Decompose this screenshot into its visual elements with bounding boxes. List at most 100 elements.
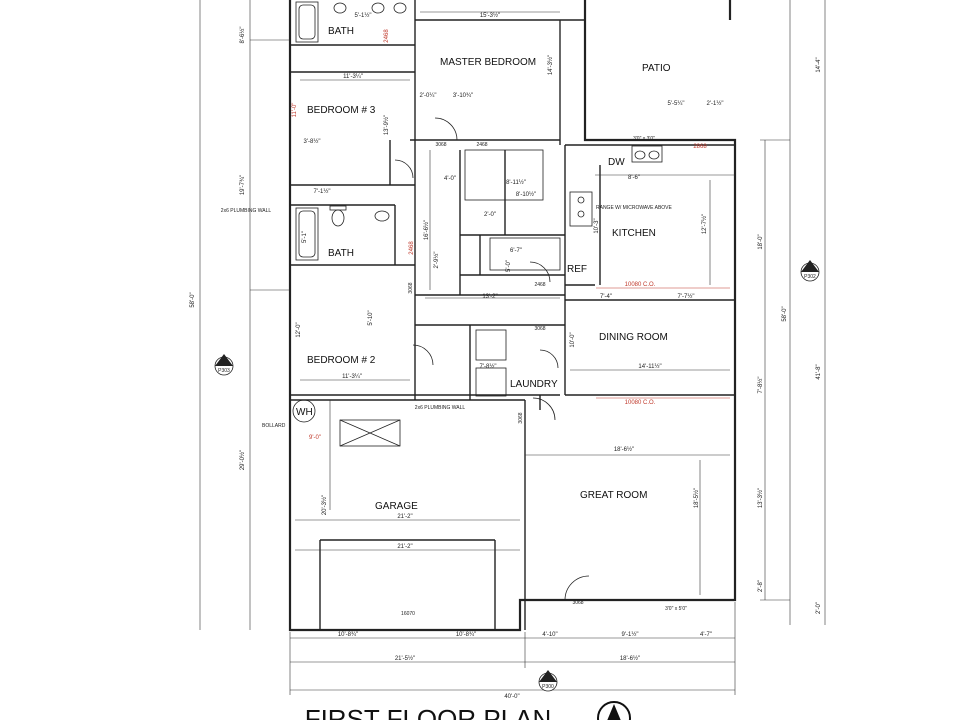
dim-label: 12'-0"	[296, 322, 302, 337]
exterior-walls	[288, 0, 737, 632]
room-great-room: GREAT ROOM	[580, 490, 647, 501]
dim-label: 8'-10½"	[516, 191, 536, 198]
dim-label: 20'-3½"	[321, 495, 328, 515]
dim-label: 11'-3¼"	[343, 74, 363, 80]
dim-label: 10'-0"	[570, 332, 576, 347]
dim-label: 18'-0"	[758, 234, 764, 249]
room-ref: REF	[567, 264, 587, 275]
room-garage: GARAGE	[375, 501, 418, 512]
dim-label: 13'-2"	[482, 294, 497, 300]
note-range: RANGE W/ MICROWAVE ABOVE	[596, 205, 673, 211]
dim-label-red: 9'-0"	[309, 435, 321, 441]
dim-label: 13'-9½"	[383, 115, 390, 135]
dim-label: 5'-10"	[368, 310, 374, 325]
room-bath-mid: BATH	[328, 248, 354, 259]
dim-label: 10'-8¾"	[338, 632, 358, 638]
window-tag: 3'0" x 5'0"	[665, 606, 687, 612]
dim-label: 7'-8½"	[757, 377, 764, 394]
room-laundry: LAUNDRY	[510, 379, 558, 390]
marker-right-ref: P302	[804, 274, 816, 280]
room-wh: WH	[296, 407, 313, 418]
dim-label: 4'-7"	[700, 632, 712, 638]
dim-label: 2'-9½"	[433, 252, 440, 269]
door-tag: 2468	[476, 142, 487, 148]
note-plumbing-wall-bottom: 2x6 PLUMBING WALL	[415, 405, 466, 411]
dim-label: 8'-6½"	[239, 27, 246, 44]
fixtures	[292, 1, 663, 601]
notes: 2x6 PLUMBING WALL 2x6 PLUMBING WALL RANG…	[221, 205, 673, 429]
note-bollard: BOLLARD	[262, 423, 286, 429]
marker-left-ref: P303	[218, 368, 230, 374]
dim-label: 12'-7½"	[701, 214, 708, 234]
door-tag-red: 2868	[693, 144, 707, 150]
dim-label: 2'-8"	[758, 580, 764, 592]
dim-label: 2'-0"	[484, 212, 496, 218]
dim-label: 16'-6½"	[423, 220, 430, 240]
door-tag: 3068	[435, 142, 446, 148]
dim-label: 15'-3½"	[480, 12, 500, 19]
dim-label: 21'-2"	[397, 514, 412, 520]
door-tag-red: 2468	[409, 241, 415, 255]
marker-left-num: 1	[223, 360, 226, 366]
plan-title: FIRST FLOOR PLAN	[305, 704, 552, 720]
marker-bottom-num: 1	[547, 676, 550, 682]
section-marker-right: 1 P302	[800, 260, 820, 282]
dim-label: 6'-7"	[510, 248, 522, 254]
dim-label: 29'-0½"	[239, 450, 246, 470]
room-labels: BATH MASTER BEDROOM PATIO BEDROOM # 3 DW…	[296, 26, 671, 512]
dim-label: 14'-4"	[816, 57, 822, 72]
dim-label: 3'-10¾"	[453, 93, 473, 99]
dim-label: 14'-11½"	[638, 363, 661, 370]
window-tag: 3'0" x 3'0"	[633, 136, 655, 142]
door-tag: 3068	[518, 412, 524, 423]
dim-label: 19'-7¾"	[240, 175, 246, 195]
red-callouts	[596, 287, 730, 399]
door-tag: 3068	[572, 600, 583, 606]
door-tag-red: 2468	[384, 29, 390, 43]
dim-label: 8'-11½"	[506, 179, 526, 186]
dim-label: 7'-8½"	[480, 363, 497, 370]
room-bedroom-2: BEDROOM # 2	[307, 355, 376, 366]
dim-label: 7'-4"	[600, 294, 612, 300]
note-co-bottom: 10080 C.O.	[625, 400, 656, 406]
section-marker-bottom: 1 P300	[538, 670, 558, 692]
dim-label: 18'-5½"	[693, 488, 700, 508]
dim-label: 41'-8"	[816, 364, 822, 379]
dim-label: 21'-2"	[397, 544, 412, 550]
door-tag: 16070	[401, 611, 415, 617]
door-tag: 3068	[534, 326, 545, 332]
dim-label: 5'-1"	[302, 231, 308, 243]
interior-walls	[290, 0, 735, 630]
dim-label: 4'-0"	[444, 176, 456, 182]
dim-label: 9'-1½"	[622, 631, 639, 638]
dim-label: 10'-8¾"	[456, 632, 476, 638]
dim-label: 5'-5¼"	[668, 101, 685, 107]
section-marker-left: 1 P303	[214, 354, 234, 376]
door-tag: 3068	[408, 282, 414, 293]
dim-label: 5'-0"	[506, 260, 512, 272]
dim-label: 58'-0"	[782, 306, 788, 321]
dim-label: 2'-0¼"	[420, 93, 437, 99]
dim-label: 13'-3½"	[757, 488, 764, 508]
note-co-top: 10080 C.O.	[625, 282, 656, 288]
note-plumbing-wall-left: 2x6 PLUMBING WALL	[221, 208, 272, 214]
room-bath-top: BATH	[328, 26, 354, 37]
marker-bottom-ref: P300	[542, 684, 554, 690]
dim-label: 21'-5½"	[395, 655, 415, 662]
dim-label: 2'-0"	[816, 602, 822, 614]
dim-label: 11'-3¼"	[342, 374, 362, 380]
dim-label: 18'-6½"	[614, 446, 634, 453]
dim-label: 5'-1½"	[355, 12, 372, 19]
dim-label: 58'-0"	[190, 292, 196, 307]
dim-label: 2'-1½"	[707, 100, 724, 107]
dim-label: 7'-7½"	[678, 293, 695, 300]
dim-label: 3'-8½"	[304, 138, 321, 145]
room-dw: DW	[608, 157, 625, 168]
dimension-lines	[199, 0, 826, 695]
room-patio: PATIO	[642, 63, 671, 74]
dimension-labels: 5'-1½" 15'-3½" 14'-3½" 14'-4" 8'-6½" 11'…	[190, 12, 822, 700]
dim-label: 18'-6½"	[620, 655, 640, 662]
room-bedroom-3: BEDROOM # 3	[307, 105, 376, 116]
dim-label: 4'-10"	[542, 632, 557, 638]
